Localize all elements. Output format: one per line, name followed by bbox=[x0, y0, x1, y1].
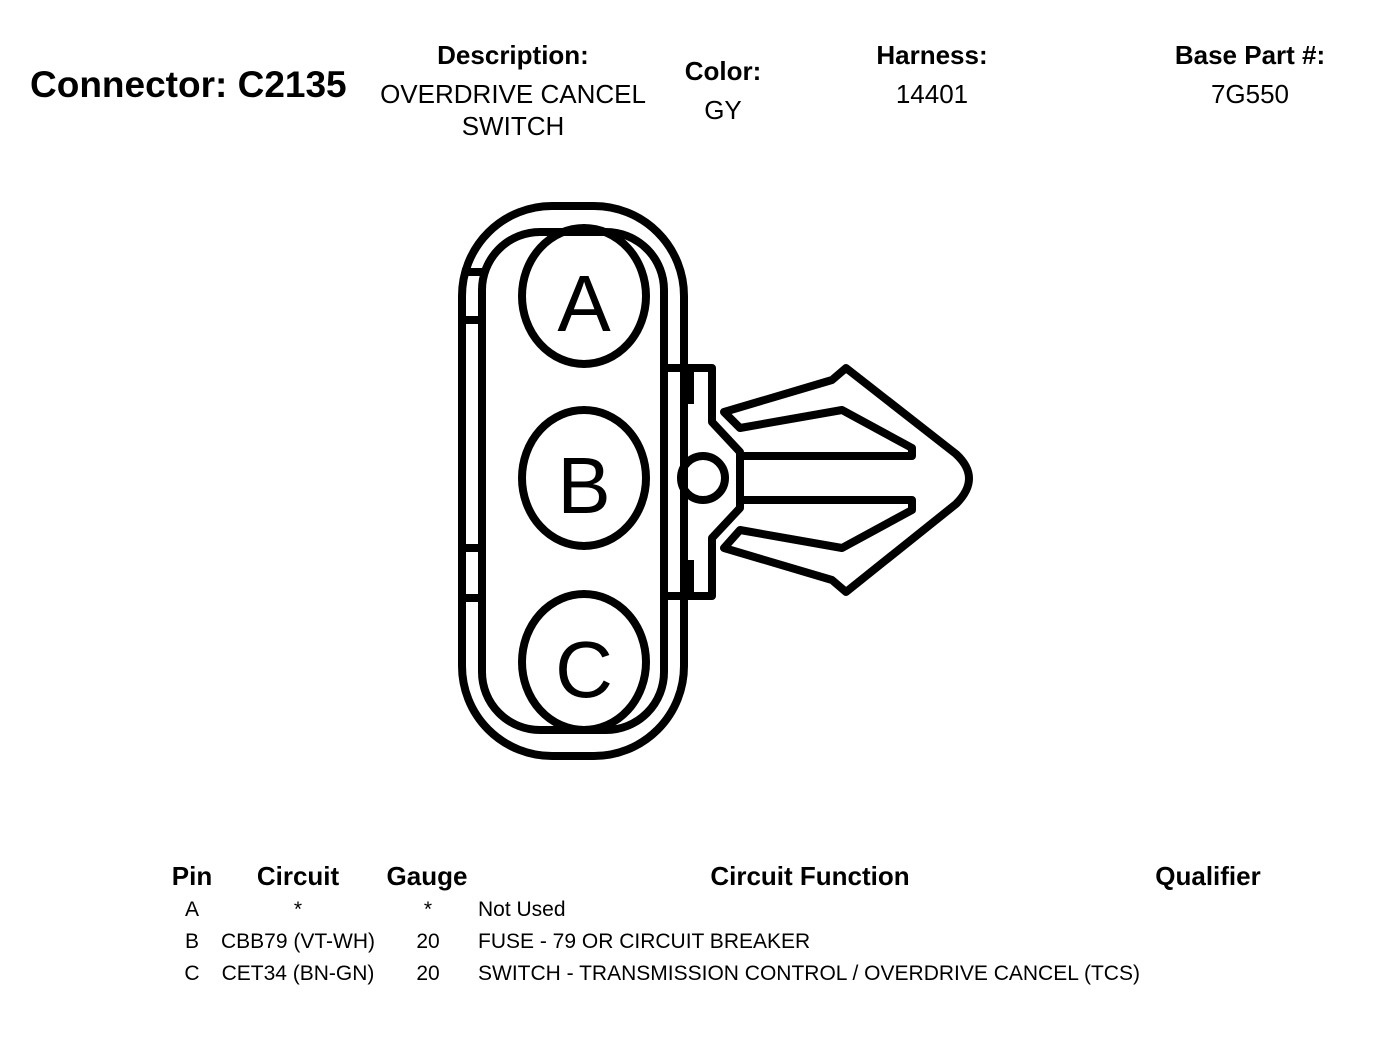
pin-cell: A bbox=[184, 898, 199, 921]
description-label: Description: bbox=[437, 40, 589, 70]
gauge-cell: * bbox=[423, 898, 433, 921]
column-header-qualifier: Qualifier bbox=[1155, 861, 1261, 891]
description-line-1: OVERDRIVE CANCEL bbox=[380, 79, 646, 109]
pin-cell: C bbox=[184, 962, 200, 985]
pin-a-label: A bbox=[557, 259, 611, 348]
table-row: C CET34 (BN-GN) 20 SWITCH - TRANSMISSION… bbox=[0, 962, 1376, 988]
pin-b-cavity bbox=[518, 406, 650, 550]
gauge-cell: 20 bbox=[416, 962, 440, 985]
circuit-function-cell: SWITCH - TRANSMISSION CONTROL / OVERDRIV… bbox=[478, 962, 1140, 985]
description-line-2: SWITCH bbox=[461, 111, 565, 141]
circuit-cell: CBB79 (VT-WH) bbox=[220, 930, 375, 953]
table-row: B CBB79 (VT-WH) 20 FUSE - 79 OR CIRCUIT … bbox=[0, 930, 1376, 956]
pin-b-label: B bbox=[557, 441, 610, 530]
pin-a-cavity bbox=[518, 224, 650, 368]
circuit-function-cell: FUSE - 79 OR CIRCUIT BREAKER bbox=[478, 930, 811, 953]
column-header-circuit: Circuit bbox=[256, 861, 340, 891]
pin-cell: B bbox=[184, 930, 199, 953]
connector-title: Connector: C2135 bbox=[30, 64, 347, 105]
color-value: GY bbox=[704, 95, 742, 125]
column-header-gauge: Gauge bbox=[386, 861, 468, 891]
circuit-cell: * bbox=[293, 898, 303, 921]
color-label: Color: bbox=[684, 56, 762, 86]
harness-label: Harness: bbox=[876, 40, 988, 70]
description-value: OVERDRIVE CANCEL SWITCH bbox=[360, 78, 666, 142]
gauge-cell: 20 bbox=[416, 930, 440, 953]
column-header-pin: Pin bbox=[171, 861, 213, 891]
pin-c-label: C bbox=[555, 625, 613, 714]
circuit-cell: CET34 (BN-GN) bbox=[221, 962, 375, 985]
latch-pivot-circle bbox=[677, 452, 729, 504]
base-part-label: Base Part #: bbox=[1174, 40, 1326, 70]
column-header-circuit-function: Circuit Function bbox=[710, 861, 910, 891]
base-part-value: 7G550 bbox=[1210, 79, 1290, 109]
circuit-function-cell: Not Used bbox=[478, 898, 566, 921]
harness-value: 14401 bbox=[895, 79, 969, 109]
table-row: A * * Not Used bbox=[0, 898, 1376, 924]
pin-c-cavity bbox=[518, 590, 650, 734]
latch-arrow bbox=[720, 364, 973, 596]
